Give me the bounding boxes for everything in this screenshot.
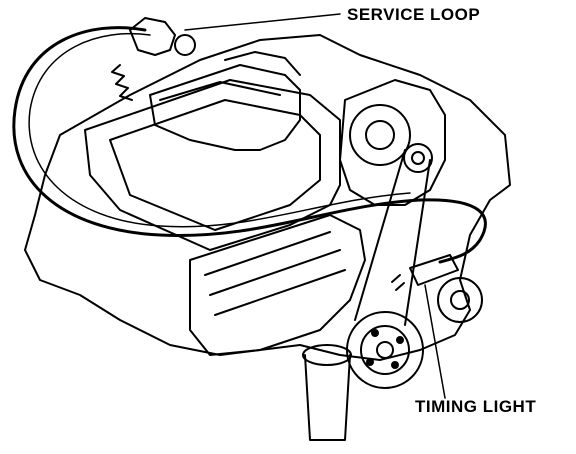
side-pulley <box>437 277 483 323</box>
crank-bolt-3 <box>391 361 399 369</box>
valve-cover-inner <box>109 99 321 231</box>
service-loop-cable <box>12 26 487 264</box>
crank-bolt-1 <box>371 329 379 337</box>
air-box <box>149 64 301 151</box>
oil-filler-tube <box>304 354 351 441</box>
cylinder-head <box>189 214 366 356</box>
timing-light-pickup <box>409 254 459 286</box>
upper-pulley-hub <box>411 151 425 165</box>
service-loop-cable-2 <box>28 32 411 228</box>
pickup-wire-end <box>391 274 405 291</box>
air-box-lid <box>159 81 281 101</box>
drive-belt <box>354 149 431 326</box>
crank-pulley-inner <box>360 325 410 375</box>
air-box-detail <box>224 51 301 76</box>
crank-pulley <box>346 311 424 389</box>
connector <box>174 34 196 56</box>
side-pulley-hub <box>450 290 470 310</box>
timing-light-leader <box>424 284 446 399</box>
timing-cover <box>339 79 446 206</box>
cable-clip <box>129 17 176 56</box>
upper-pulley <box>403 143 433 173</box>
crank-pulley-hub <box>376 341 394 359</box>
alternator <box>349 104 411 166</box>
engine-block-outline <box>24 34 511 361</box>
coiled-lead <box>111 64 133 101</box>
service-loop-leader <box>184 13 341 31</box>
oil-filler-cap <box>302 344 352 366</box>
head-ribs <box>204 231 346 316</box>
alternator-hub <box>365 120 395 150</box>
service-loop-label: SERVICE LOOP <box>347 5 481 24</box>
timing-light-label: TIMING LIGHT <box>415 397 537 416</box>
crank-bolt-2 <box>396 336 404 344</box>
crank-bolt-4 <box>366 358 374 366</box>
